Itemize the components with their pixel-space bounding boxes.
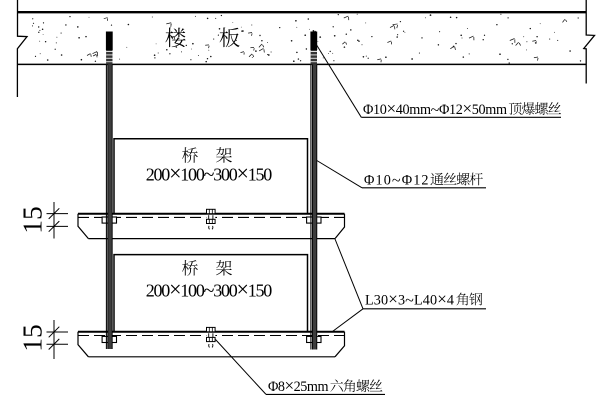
svg-text:Φ10×40mm~Φ12×50mm: Φ10×40mm~Φ12×50mm (363, 99, 507, 119)
svg-text:Φ10~Φ12: Φ10~Φ12 (364, 172, 429, 189)
svg-text:L30×3~L40×4: L30×3~L40×4 (365, 289, 454, 309)
svg-text:200×100~300×150: 200×100~300×150 (146, 160, 273, 186)
svg-text:15: 15 (17, 206, 48, 234)
svg-text:Φ8×25mm: Φ8×25mm (268, 376, 329, 395)
svg-text:15: 15 (17, 324, 48, 352)
svg-text:200×100~300×150: 200×100~300×150 (146, 276, 273, 302)
